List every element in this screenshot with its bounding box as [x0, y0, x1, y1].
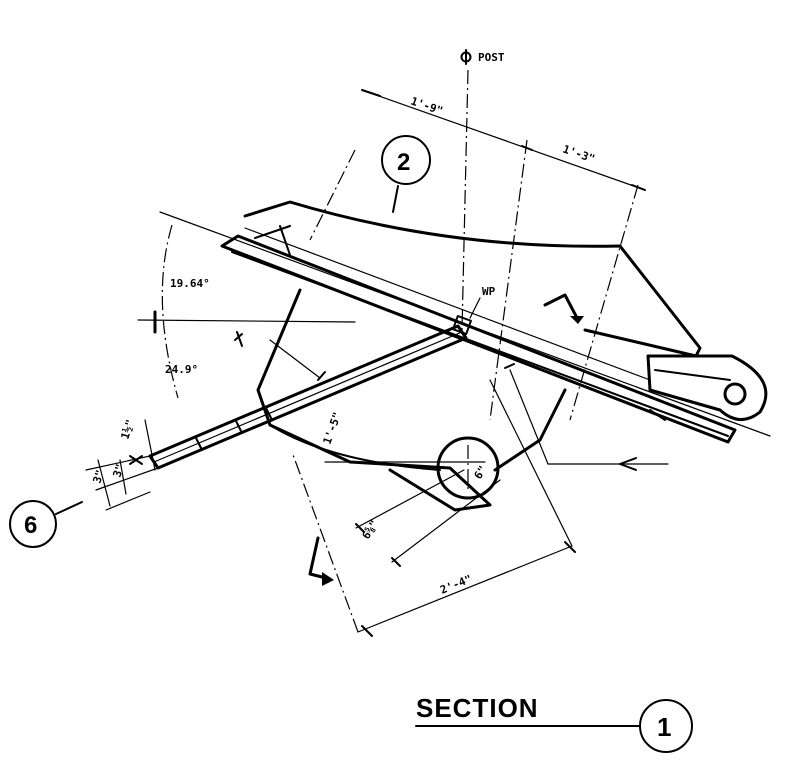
small-arrow	[504, 363, 637, 471]
section-label: SECTION	[416, 693, 539, 723]
callout-2-number: 2	[397, 149, 410, 176]
section-title: SECTION 1	[415, 693, 693, 753]
dim-three-b: 3"	[110, 462, 126, 479]
dim-three-a: 3"	[90, 468, 106, 485]
post-label: POST	[478, 51, 505, 64]
callout-6: 6	[9, 500, 83, 548]
section-arrow-bottom	[308, 536, 334, 586]
bracket-plate	[148, 200, 768, 512]
strut-end-dimensions: 1½" 3" 3"	[85, 418, 159, 511]
dim-six-five-eighths: 6⅝"	[360, 518, 382, 542]
post-centerline-label: POST	[460, 49, 505, 65]
wp-label: WP	[482, 285, 496, 298]
bolt-hole	[436, 436, 500, 500]
angle-upper: 19.64°	[170, 277, 210, 290]
section-arrow-top	[543, 293, 584, 324]
callout-2: 2	[381, 135, 431, 213]
dim-vertical: 1'-5"	[321, 410, 345, 446]
section-number-circle	[639, 699, 693, 753]
hole-dimensions: 6⅝" 6"	[355, 463, 501, 567]
dim-top-left: 1'-9"	[409, 95, 445, 118]
section-number: 1	[657, 712, 671, 742]
callout-6-number: 6	[24, 512, 37, 539]
angle-lower: 24.9°	[165, 363, 198, 376]
dim-one-half: 1½"	[118, 418, 137, 441]
centerlines	[137, 69, 771, 465]
centerline-symbol-icon	[460, 49, 472, 65]
dim-six: 6"	[472, 463, 490, 481]
pin-hole	[723, 382, 747, 406]
